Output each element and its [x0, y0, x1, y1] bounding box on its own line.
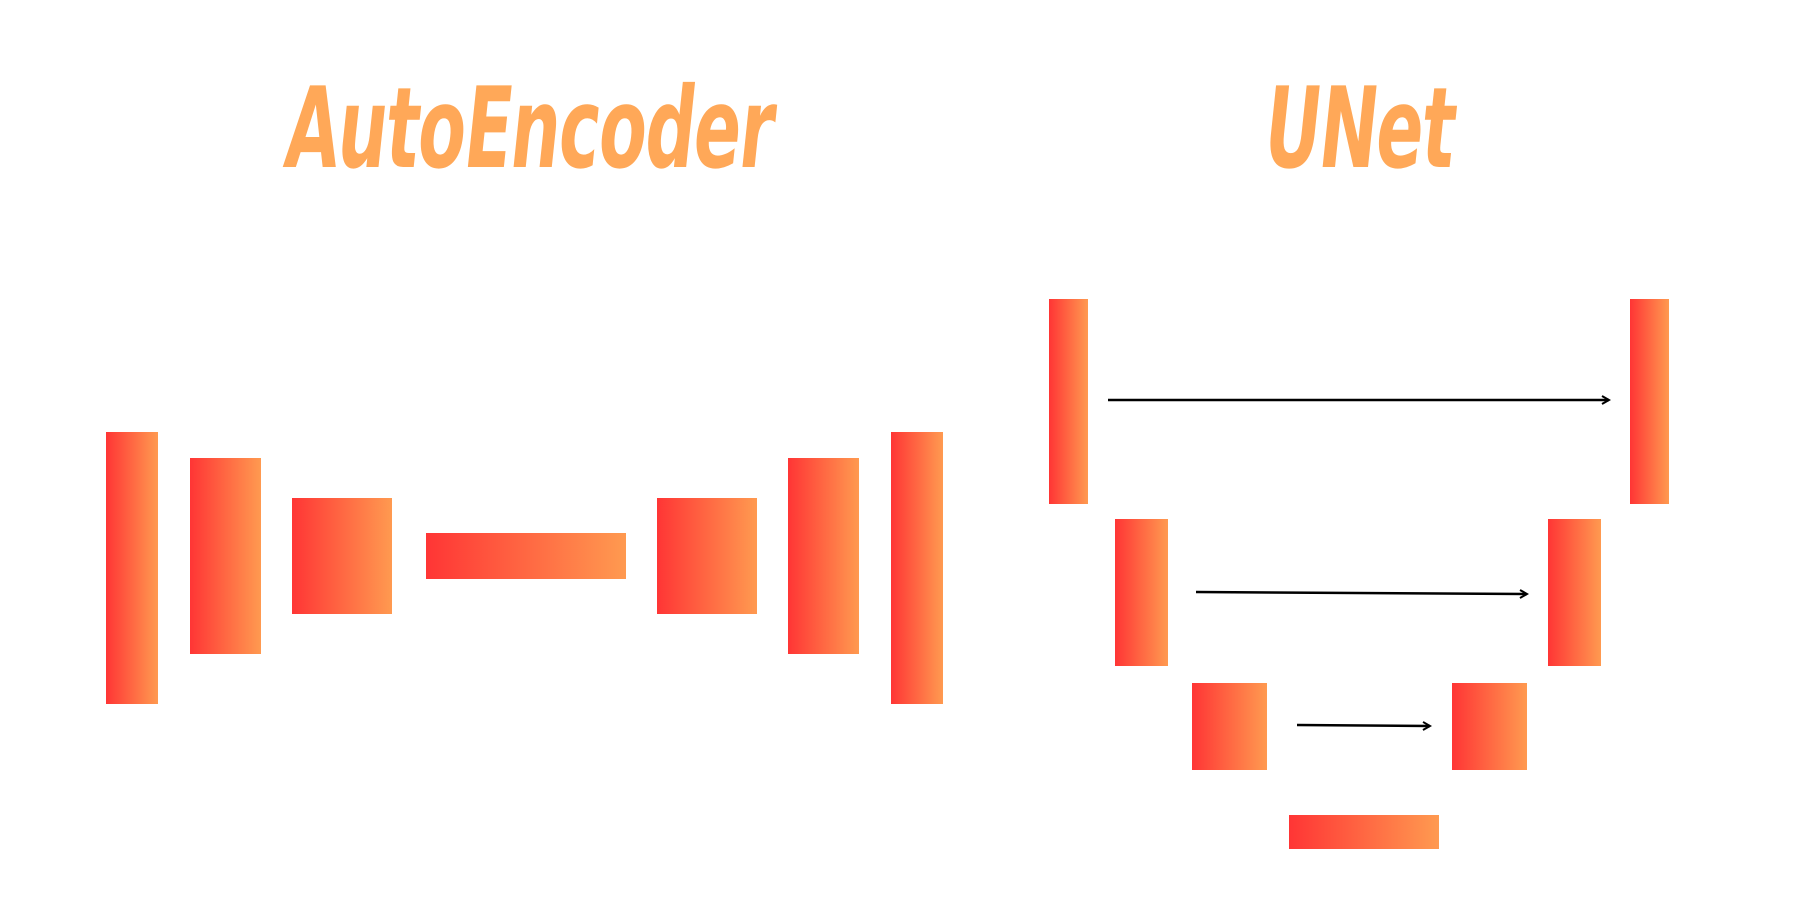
unet-title: UNet	[1258, 64, 1462, 194]
autoencoder-decoder-layer-1	[657, 498, 757, 614]
autoencoder-title: AutoEncoder	[279, 64, 781, 194]
unet-decoder-level-1	[1630, 299, 1669, 504]
autoencoder-decoder-layer-3	[891, 432, 943, 704]
unet-bottleneck	[1289, 815, 1439, 849]
autoencoder-encoder-layer-2	[190, 458, 261, 654]
skip-connection-arrow-3	[1296, 725, 1430, 726]
unet-decoder-level-2	[1548, 519, 1601, 666]
unet-decoder-level-3	[1452, 683, 1527, 770]
unet-encoder-level-3	[1192, 683, 1267, 770]
skip-connection-arrow-2	[1195, 592, 1527, 594]
autoencoder-encoder-layer-3	[292, 498, 392, 614]
autoencoder-bottleneck	[426, 533, 626, 579]
autoencoder-encoder-layer-1	[106, 432, 158, 704]
autoencoder-decoder-layer-2	[788, 458, 859, 654]
unet-encoder-level-2	[1115, 519, 1168, 666]
unet-encoder-level-1	[1049, 299, 1088, 504]
